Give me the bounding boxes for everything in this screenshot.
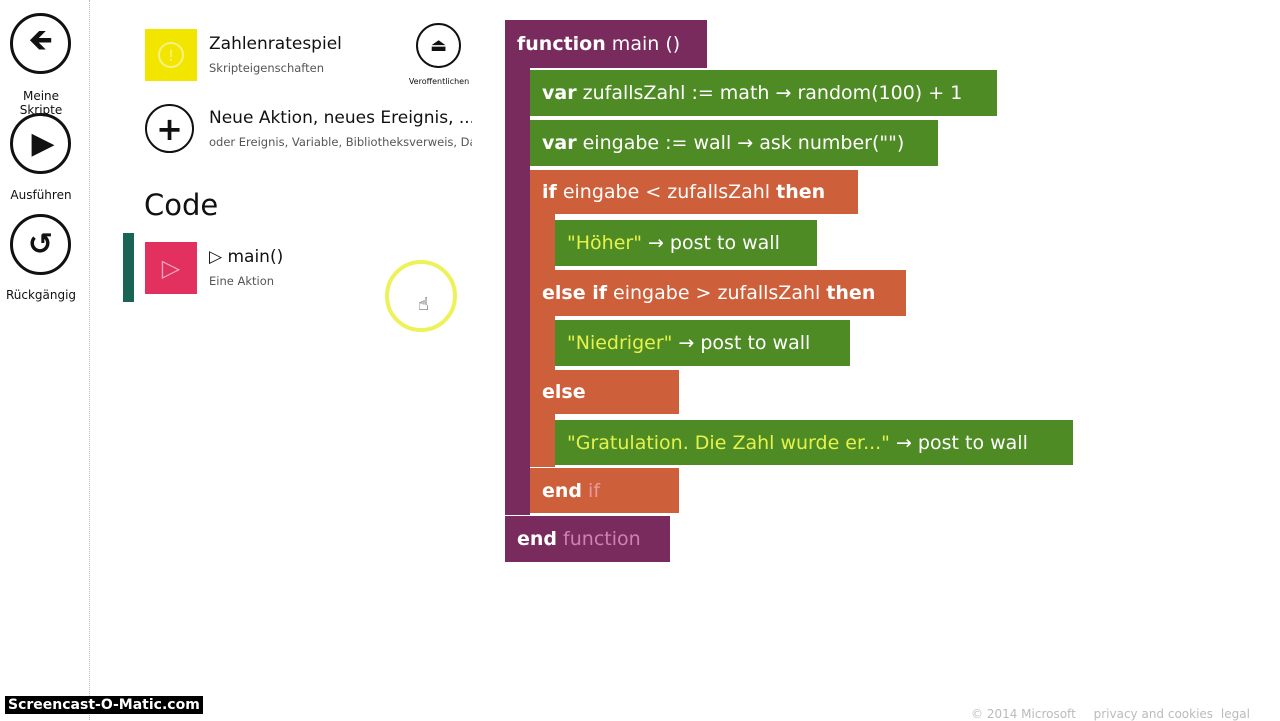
copyright: © 2014 Microsoft bbox=[971, 707, 1076, 721]
play-outline-icon: ▷ bbox=[161, 254, 181, 282]
action-tile: ▷ bbox=[145, 242, 197, 294]
add-subtitle: oder Ereignis, Variable, Bibliotheksverw… bbox=[209, 135, 472, 149]
script-subtitle: Skripteigenschaften bbox=[209, 61, 324, 75]
hand-cursor-icon: ☝ bbox=[418, 294, 429, 315]
legal-link[interactable]: legal bbox=[1220, 707, 1250, 721]
code-keyword: function bbox=[517, 33, 606, 55]
code-line[interactable]: var eingabe := wall → ask number("") bbox=[530, 120, 938, 166]
code-text: → post to wall bbox=[889, 431, 1028, 454]
code-text: eingabe > zufallsZahl bbox=[607, 282, 827, 304]
back-button[interactable]: 🡸 bbox=[10, 13, 71, 74]
warning-icon: ! bbox=[158, 42, 184, 68]
code-keyword: var bbox=[542, 82, 577, 104]
main-subtitle: Eine Aktion bbox=[209, 274, 275, 288]
code-keyword: then bbox=[826, 282, 876, 304]
code-keyword: end bbox=[542, 479, 583, 502]
plus-icon: + bbox=[145, 104, 194, 153]
function-bar bbox=[505, 20, 530, 515]
code-line[interactable]: "Gratulation. Die Zahl wurde er..." → po… bbox=[555, 420, 1073, 465]
add-title: Neue Aktion, neues Ereignis, ... h bbox=[209, 108, 472, 128]
code-keyword: var bbox=[542, 132, 577, 154]
code-line[interactable]: else if eingabe > zufallsZahl then bbox=[530, 270, 906, 316]
code-text: zufallsZahl := math → random(100) + 1 bbox=[576, 82, 963, 104]
code-keyword: end bbox=[517, 528, 558, 550]
play-icon: ▶ bbox=[31, 126, 55, 161]
code-keyword: else if bbox=[542, 282, 607, 304]
code-text: → post to wall bbox=[672, 332, 811, 354]
code-keyword: else bbox=[542, 381, 586, 403]
nav-label-undo: Rückgängig bbox=[5, 288, 77, 302]
privacy-link[interactable]: privacy and cookies bbox=[1093, 707, 1214, 721]
undo-icon: ↺ bbox=[27, 227, 54, 262]
sidebar-divider bbox=[89, 0, 90, 720]
code-heading: Code bbox=[144, 188, 219, 222]
code-text: main () bbox=[605, 33, 681, 55]
script-title: Zahlenratespiel bbox=[209, 34, 342, 54]
code-keyword: then bbox=[776, 181, 826, 203]
code-line[interactable]: end function bbox=[505, 516, 670, 562]
main-title: ▷ main() bbox=[209, 247, 284, 267]
code-string: "Gratulation. Die Zahl wurde er..." bbox=[567, 431, 890, 454]
code-text: → post to wall bbox=[641, 232, 780, 254]
undo-button[interactable]: ↺ bbox=[10, 214, 71, 275]
code-line[interactable]: "Höher" → post to wall bbox=[555, 220, 817, 266]
code-line[interactable]: end if bbox=[530, 468, 679, 513]
selection-indicator bbox=[123, 233, 134, 302]
publish-icon: ⏏ bbox=[429, 35, 447, 56]
arrow-left-icon: 🡸 bbox=[28, 23, 53, 58]
publish-label: Veroffentlichen bbox=[408, 77, 470, 86]
publish-button[interactable]: ⏏ bbox=[416, 23, 461, 68]
code-text: eingabe := wall → ask number("") bbox=[576, 132, 905, 154]
code-keyword: if bbox=[542, 181, 557, 203]
nav-label-my-scripts: Meine Skripte bbox=[19, 89, 63, 117]
code-line[interactable]: "Niedriger" → post to wall bbox=[555, 320, 850, 366]
code-text: eingabe < zufallsZahl bbox=[556, 181, 777, 203]
code-line[interactable]: if eingabe < zufallsZahl then bbox=[530, 170, 858, 214]
if-bar bbox=[530, 214, 555, 467]
code-string: "Niedriger" bbox=[567, 332, 673, 354]
nav-label-run: Ausführen bbox=[10, 188, 72, 202]
code-line[interactable]: function main () bbox=[505, 20, 707, 68]
footer: © 2014 Microsoft privacy and cookies leg… bbox=[971, 707, 1250, 721]
code-text: if bbox=[582, 479, 601, 502]
code-text: function bbox=[557, 528, 641, 550]
code-line[interactable]: else bbox=[530, 370, 679, 414]
cursor-highlight bbox=[385, 260, 457, 332]
watermark: Screencast-O-Matic.com bbox=[5, 696, 203, 714]
code-string: "Höher" bbox=[567, 232, 642, 254]
script-tile: ! bbox=[145, 29, 197, 81]
code-line[interactable]: var zufallsZahl := math → random(100) + … bbox=[530, 70, 997, 116]
run-button[interactable]: ▶ bbox=[10, 113, 71, 174]
